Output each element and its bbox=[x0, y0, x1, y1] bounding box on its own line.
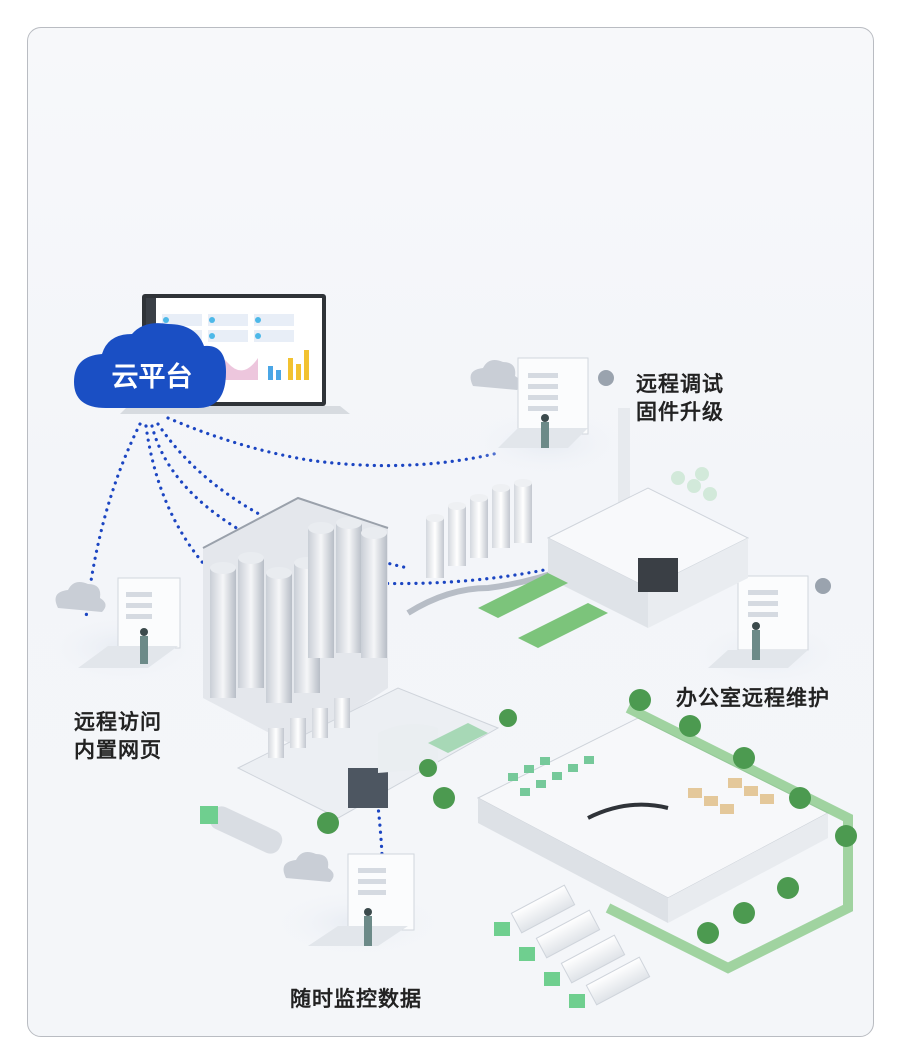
remote-access-line1: 远程访问 bbox=[74, 710, 162, 734]
remote-access-label: 远程访问 内置网页 bbox=[74, 708, 162, 764]
production-building bbox=[476, 703, 853, 974]
process-tanks bbox=[406, 408, 630, 616]
remote-access-line2: 内置网页 bbox=[74, 738, 162, 762]
remote-debug-label: 远程调试 固件升级 bbox=[636, 370, 724, 426]
remote-debug-line1: 远程调试 bbox=[636, 372, 724, 396]
remote-debug-line2: 固件升级 bbox=[636, 400, 724, 424]
link-to-factory bbox=[150, 424, 750, 590]
monitoring-label: 随时监控数据 bbox=[290, 987, 422, 1011]
tanker-truck bbox=[200, 806, 283, 854]
cloud-label: 云平台 bbox=[112, 361, 193, 393]
workstation-right bbox=[688, 575, 848, 687]
office-maintenance-label: 办公室远程维护 bbox=[676, 686, 830, 710]
link-to-remote-debug bbox=[166, 416, 500, 468]
workstation-left bbox=[43, 577, 203, 684]
workstation-top-right bbox=[468, 357, 628, 477]
cloud-platform-badge: 云平台 bbox=[74, 323, 226, 408]
factory-scene: 云平台 bbox=[43, 294, 857, 1008]
lab-building bbox=[478, 467, 750, 648]
diagram-card: 云平台 bbox=[27, 27, 874, 1037]
silo-cluster bbox=[202, 496, 389, 748]
workstation-bottom bbox=[272, 852, 444, 957]
delivery-trucks bbox=[494, 884, 651, 1008]
trees bbox=[317, 689, 857, 944]
